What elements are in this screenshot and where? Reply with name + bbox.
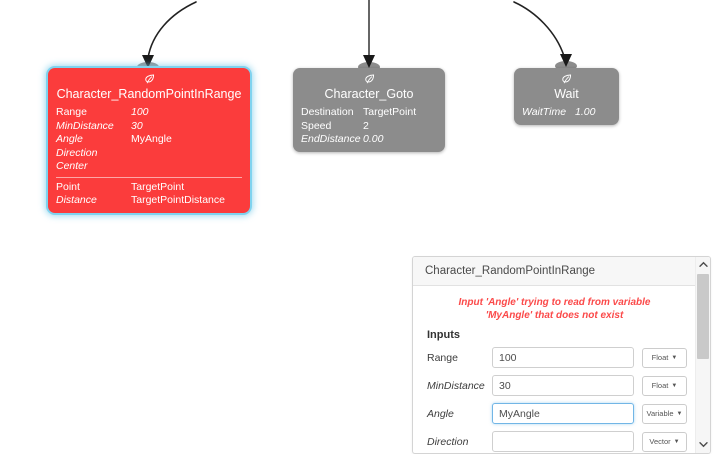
direction-type-label: Vector	[649, 437, 671, 446]
leaf-icon	[48, 73, 250, 86]
node-character-goto[interactable]: Character_Goto Destination TargetPoint S…	[293, 68, 445, 152]
direction-type-select[interactable]: Vector ▼	[642, 431, 687, 452]
range-input[interactable]	[492, 347, 634, 368]
direction-input[interactable]	[492, 431, 634, 452]
node-input-rows: WaitTime 1.00	[514, 106, 619, 120]
node-row: Angle MyAngle	[56, 133, 242, 147]
connector-to-random-point-in-range	[137, 1, 197, 72]
node-title: Character_RandomPointInRange	[56, 87, 242, 101]
angle-type-label: Variable	[646, 409, 674, 418]
node-row-key: Speed	[301, 119, 332, 132]
chevron-down-icon: ▼	[673, 438, 680, 445]
node-input-rows: Destination TargetPoint Speed 2 EndDista…	[293, 106, 445, 147]
node-row: Direction	[56, 147, 242, 161]
connector-to-character-goto	[358, 0, 380, 72]
mindistance-input[interactable]	[492, 375, 634, 396]
leaf-icon	[514, 73, 619, 86]
node-row: Speed 2	[301, 120, 437, 134]
node-row-value: MyAngle	[131, 133, 172, 145]
node-row-value: 1.00	[575, 106, 596, 118]
node-row-key: Destination	[301, 106, 354, 118]
node-wait[interactable]: Wait WaitTime 1.00	[514, 68, 619, 125]
node-input-rows: Range 100 MinDistance 30 Angle MyAngle D…	[48, 106, 250, 174]
leaf-icon	[293, 73, 445, 86]
panel-body: Input 'Angle' trying to read from variab…	[413, 287, 696, 453]
field-label-direction: Direction	[427, 435, 469, 448]
node-row-value: TargetPoint	[131, 180, 185, 193]
field-row-mindistance: MinDistance Float ▼	[419, 373, 690, 398]
panel-title: Character_RandomPointInRange	[413, 257, 710, 286]
node-title: Wait	[554, 87, 579, 101]
angle-input[interactable]	[492, 403, 634, 424]
error-message: Input 'Angle' trying to read from variab…	[458, 297, 651, 321]
node-row-value: 0.00	[363, 133, 384, 145]
angle-type-select[interactable]: Variable ▼	[642, 403, 687, 424]
node-row: Center	[56, 160, 242, 174]
chevron-down-icon: ▼	[671, 382, 678, 389]
node-row-value: TargetPointDistance	[131, 194, 225, 206]
range-type-label: Float	[651, 353, 669, 362]
node-divider	[56, 176, 242, 178]
node-row: Destination TargetPoint	[301, 106, 437, 120]
inputs-section-heading: Inputs	[427, 329, 460, 341]
node-row: WaitTime 1.00	[522, 106, 611, 120]
mindistance-type-label: Float	[651, 381, 669, 390]
scroll-up-icon[interactable]	[696, 257, 710, 271]
node-row-key: EndDistance	[301, 133, 361, 145]
scrollbar-thumb[interactable]	[697, 274, 709, 359]
field-row-direction: Direction Vector ▼	[419, 429, 690, 453]
node-row-key: Direction	[56, 146, 98, 159]
node-row-key: Distance	[56, 194, 97, 206]
node-row: Distance TargetPointDistance	[56, 194, 242, 208]
node-title: Character_Goto	[324, 87, 414, 101]
node-row: Range 100	[56, 106, 242, 120]
mindistance-type-select[interactable]: Float ▼	[642, 375, 687, 396]
chevron-down-icon: ▼	[671, 354, 678, 361]
behaviour-tree-canvas[interactable]: Character_RandomPointInRange Range 100 M…	[0, 0, 723, 240]
field-row-angle: Angle Variable ▼	[419, 401, 690, 426]
node-row-key: Range	[56, 106, 87, 118]
node-output-rows: Point TargetPoint Distance TargetPointDi…	[48, 181, 250, 208]
node-row-key: Angle	[56, 133, 83, 145]
node-row: Point TargetPoint	[56, 181, 242, 195]
field-label-range: Range	[427, 351, 458, 364]
panel-scrollbar[interactable]	[695, 257, 710, 453]
chevron-down-icon: ▼	[676, 410, 683, 417]
node-row-value: 30	[131, 119, 143, 132]
node-row-value: TargetPoint	[363, 106, 417, 118]
field-label-mindistance: MinDistance	[427, 379, 485, 392]
node-row: MinDistance 30	[56, 120, 242, 134]
node-row-key: MinDistance	[56, 119, 114, 132]
node-row-key: Point	[56, 180, 80, 193]
node-row-value: 100	[131, 106, 149, 118]
field-label-angle: Angle	[427, 407, 454, 420]
range-type-select[interactable]: Float ▼	[642, 347, 687, 368]
node-row-value: 2	[363, 119, 369, 132]
field-row-range: Range Float ▼	[419, 345, 690, 370]
node-row-key: WaitTime	[522, 106, 567, 118]
node-character-random-point-in-range[interactable]: Character_RandomPointInRange Range 100 M…	[48, 68, 250, 213]
connector-to-wait	[513, 1, 577, 71]
scroll-down-icon[interactable]	[696, 437, 710, 451]
node-properties-panel[interactable]: Character_RandomPointInRange Input 'Angl…	[412, 256, 711, 454]
node-row: EndDistance 0.00	[301, 133, 437, 147]
node-row-key: Center	[56, 160, 88, 172]
